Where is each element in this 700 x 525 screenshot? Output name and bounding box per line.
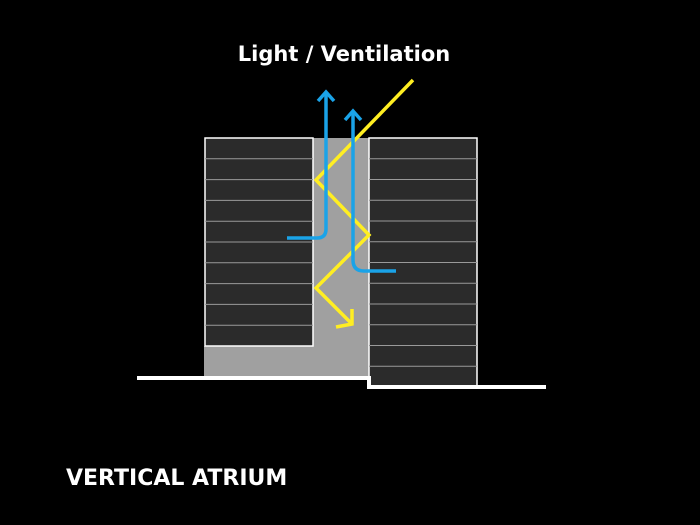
arrow-head-down-right-icon bbox=[335, 309, 354, 329]
light-ray-path bbox=[313, 78, 415, 326]
diagram-title: Light / Ventilation bbox=[238, 42, 450, 66]
air-flow bbox=[287, 89, 396, 273]
air-flow-path-left bbox=[287, 92, 328, 240]
left-building bbox=[204, 137, 314, 347]
arrow-head-up-icon bbox=[343, 108, 363, 122]
ground-line bbox=[137, 376, 546, 389]
right-building-floors bbox=[369, 158, 477, 367]
diagram-caption: VERTICAL ATRIUM bbox=[66, 466, 288, 491]
air-flow-path-right bbox=[351, 111, 396, 273]
light-ray bbox=[313, 78, 415, 329]
right-building bbox=[368, 137, 478, 388]
left-building-floors bbox=[205, 158, 313, 326]
arrow-head-up-icon bbox=[316, 89, 336, 103]
